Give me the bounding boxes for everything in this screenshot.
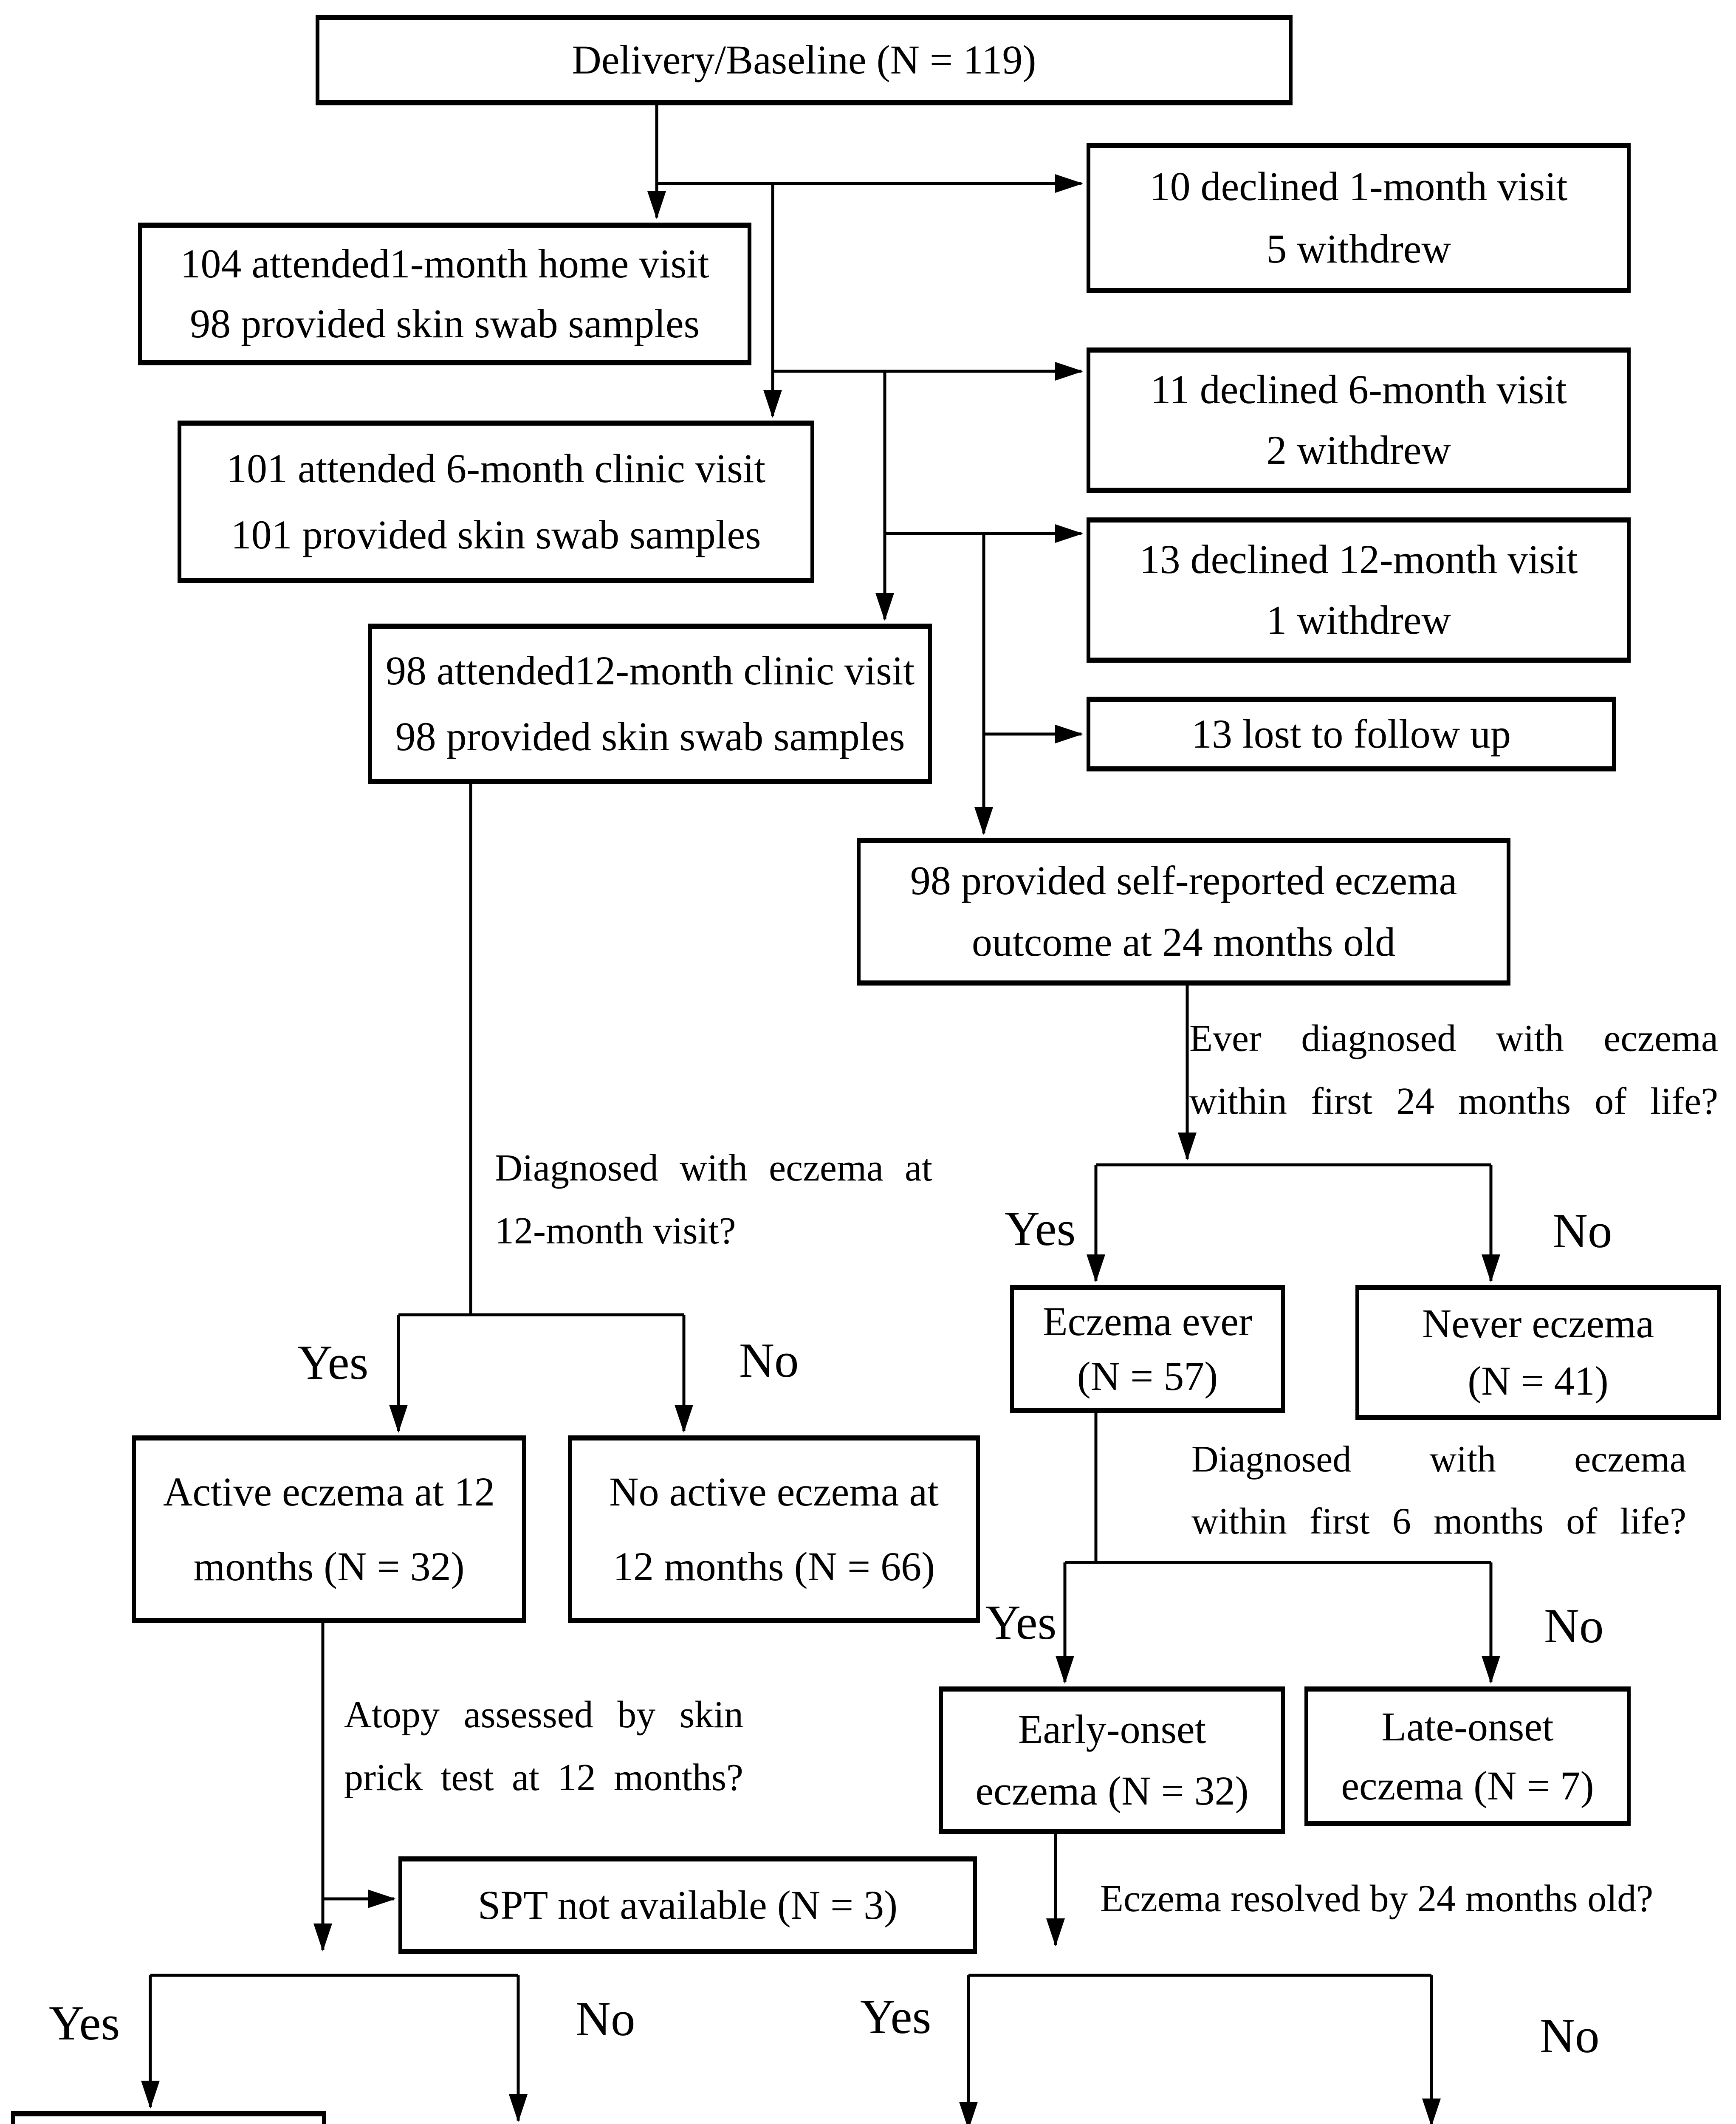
box-text: Never eczema (1422, 1301, 1654, 1347)
box-attended-1-month: 104 attended1-month home visit 98 provid… (138, 223, 751, 365)
question-line: prick test at 12 months? (344, 1757, 743, 1799)
box-text: Active eczema at 12 (163, 1469, 495, 1514)
question-line: Ever diagnosed with eczema (1189, 1017, 1718, 1059)
box-self-reported-outcome: 98 provided self-reported eczema outcome… (857, 838, 1510, 986)
question-line: Eczema resolved by 24 months old? (1100, 1878, 1654, 1920)
box-declined-12-month: 13 declined 12-month visit 1 withdrew (1087, 517, 1631, 663)
box-text: eczema (N = 7) (1341, 1762, 1594, 1808)
box-text: 98 attended12-month clinic visit (385, 648, 915, 694)
box-text: 11 declined 6-month visit (1150, 367, 1567, 412)
question-atopy-spt-12m: Atopy assessed by skin prick test at 12 … (344, 1696, 743, 1822)
box-text: Early-onset (1018, 1706, 1206, 1752)
question-diagnosed-12m-visit: Diagnosed with eczema at 12-month visit? (495, 1149, 932, 1275)
box-text: (N = 57) (1077, 1353, 1218, 1399)
box-delivery-baseline: Delivery/Baseline (N = 119) (316, 15, 1293, 105)
question-line: Diagnosed with eczema (1191, 1439, 1686, 1480)
box-declined-6-month: 11 declined 6-month visit 2 withdrew (1087, 347, 1631, 493)
box-text: SPT not available (N = 3) (477, 1882, 898, 1928)
question-line: within first 24 months of life? (1189, 1080, 1718, 1122)
box-spt-not-available: SPT not available (N = 3) (398, 1856, 977, 1954)
box-active-eczema-12m: Active eczema at 12 months (N = 32) (132, 1435, 526, 1623)
question-ever-diagnosed-24m: Ever diagnosed with eczema within first … (1189, 1020, 1718, 1145)
box-text: Late-onset (1381, 1704, 1554, 1750)
box-text: 101 provided skin swab samples (231, 511, 761, 557)
box-never-eczema: Never eczema (N = 41) (1355, 1285, 1721, 1420)
box-text: 10 declined 1-month visit (1149, 164, 1568, 209)
box-eczema-ever: Eczema ever (N = 57) (1010, 1285, 1285, 1413)
question-resolved-24m: Eczema resolved by 24 months old? (1100, 1880, 1678, 1943)
label-no-resolved: No (1540, 2009, 1600, 2063)
box-atopic-phenotype: Atopic eczema phenotype (N = 18) (11, 2111, 326, 2124)
box-declined-1-month: 10 declined 1-month visit 5 withdrew (1087, 143, 1631, 293)
label-no-atopy: No (576, 1992, 635, 2046)
question-diagnosed-first-6m: Diagnosed with eczema within first 6 mon… (1191, 1441, 1686, 1565)
box-text: 2 withdrew (1266, 427, 1451, 473)
box-text: 98 provided self-reported eczema (910, 858, 1457, 904)
box-text: (N = 41) (1468, 1358, 1609, 1404)
label-yes-6m: Yes (985, 1596, 1057, 1649)
question-line: Diagnosed with eczema at (495, 1147, 932, 1189)
label-yes-atopy: Yes (49, 1996, 120, 2050)
box-text: outcome at 24 months old (971, 919, 1396, 965)
label-no-ever: No (1553, 1204, 1612, 1258)
box-text: 13 lost to follow up (1191, 711, 1511, 757)
box-attended-6-month: 101 attended 6-month clinic visit 101 pr… (178, 421, 814, 583)
question-line: within first 6 months of life? (1191, 1501, 1686, 1542)
box-text: 13 declined 12-month visit (1139, 537, 1578, 582)
box-text: Delivery/Baseline (N = 119) (572, 37, 1036, 83)
label-no-12m: No (739, 1333, 799, 1387)
box-text: 98 provided skin swab samples (395, 714, 905, 760)
box-text: eczema (N = 32) (975, 1768, 1249, 1813)
label-no-6m: No (1544, 1599, 1604, 1653)
label-yes-resolved: Yes (860, 1990, 932, 2044)
label-yes-ever: Yes (1005, 1202, 1076, 1256)
box-text: 101 attended 6-month clinic visit (226, 445, 766, 491)
label-yes-12m: Yes (297, 1336, 369, 1390)
box-text: 5 withdrew (1266, 226, 1451, 272)
question-line: Atopy assessed by skin (344, 1694, 743, 1736)
box-text: 1 withdrew (1266, 597, 1451, 643)
box-text: months (N = 32) (193, 1543, 465, 1589)
box-text: Eczema ever (1043, 1298, 1252, 1344)
box-no-active-eczema-12m: No active eczema at 12 months (N = 66) (568, 1435, 980, 1623)
box-late-onset-eczema: Late-onset eczema (N = 7) (1304, 1686, 1631, 1826)
question-line: 12-month visit? (495, 1210, 736, 1252)
box-text: No active eczema at (609, 1469, 939, 1514)
box-early-onset-eczema: Early-onset eczema (N = 32) (939, 1686, 1285, 1834)
box-lost-to-followup: 13 lost to follow up (1087, 697, 1616, 771)
box-attended-12-month: 98 attended12-month clinic visit 98 prov… (368, 624, 932, 784)
box-text: 98 provided skin swab samples (190, 301, 700, 347)
box-text: 104 attended1-month home visit (180, 241, 709, 287)
box-text: 12 months (N = 66) (613, 1543, 935, 1589)
